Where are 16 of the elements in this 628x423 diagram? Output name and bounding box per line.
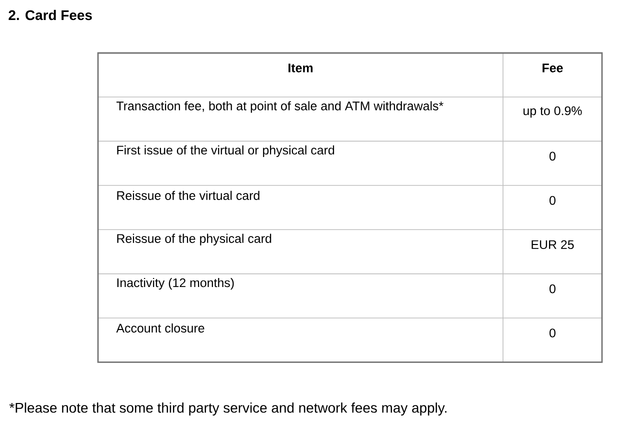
table-cell: 0: [550, 328, 556, 338]
table-cell: 0: [550, 152, 556, 161]
table-cell: Transaction fee, both at point of sale and ATM withdrawals*: [116, 101, 444, 113]
table-cell: Reissue of the virtual card: [117, 190, 260, 200]
table-cell: First issue of the virtual or physical card: [117, 145, 334, 157]
section-heading: 2. Card Fees: [8, 10, 92, 20]
table-cell: Account closure: [116, 323, 204, 333]
footnote: *Please note that some third party service and network fees may apply.: [9, 402, 446, 416]
column-header: Item: [288, 64, 313, 72]
table-cell: up to 0.9%: [524, 106, 582, 118]
table-cell: EUR 25: [532, 240, 574, 250]
table-cell: 0: [550, 284, 556, 294]
table-cell: Inactivity (12 months): [117, 278, 234, 290]
table-cell: 0: [550, 196, 556, 205]
column-header: Fee: [542, 64, 563, 72]
table-cell: Reissue of the physical card: [117, 234, 272, 246]
